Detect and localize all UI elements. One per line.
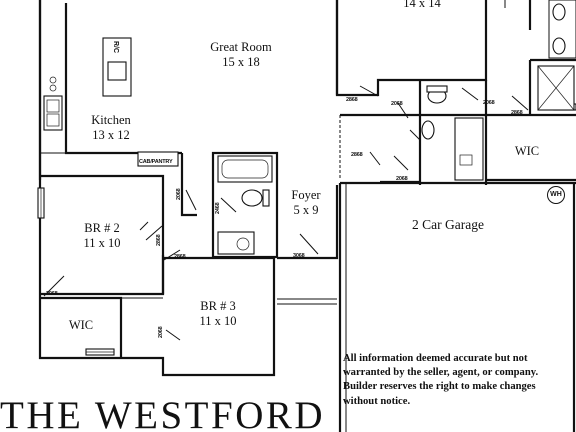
- door-tag: 2068: [483, 100, 495, 106]
- foyer-name: Foyer: [291, 188, 321, 202]
- sink-icon: [217, 231, 255, 255]
- room-label-br3: BR # 3 11 x 10: [199, 299, 236, 329]
- master-bedroom-size: 14 x 14: [403, 0, 441, 10]
- br3-name: BR # 3: [200, 299, 236, 313]
- master-wic-name: WIC: [514, 144, 540, 158]
- door-tag: 3068: [293, 253, 305, 259]
- door-tag: 2068: [158, 326, 164, 338]
- br3-size: 11 x 10: [199, 314, 237, 328]
- exterior-wall-left-lower: [38, 180, 276, 377]
- door-tag: 2868: [351, 152, 363, 158]
- door-tag: 2068: [46, 291, 58, 297]
- br2-wic-name: WIC: [68, 318, 94, 332]
- room-label-master-bedroom: 14 x 14: [403, 0, 441, 11]
- kitchen-name: Kitchen: [91, 113, 131, 127]
- master-suite-walls: [335, 0, 488, 97]
- sink-icon: [43, 95, 63, 131]
- pantry-tag: CAB/PANTRY: [139, 159, 173, 165]
- plan-title: THE WESTFORD: [0, 394, 326, 432]
- pantry: [137, 151, 179, 167]
- range-icon: R/C: [112, 41, 119, 54]
- foyer-walls: [277, 185, 339, 260]
- toilet-icon: [241, 189, 263, 207]
- room-label-kitchen: Kitchen 13 x 12: [91, 113, 131, 143]
- sink-icon: [454, 117, 484, 181]
- great-room-name: Great Room: [210, 40, 272, 54]
- room-label-garage: 2 Car Garage: [412, 217, 484, 232]
- door-tag: 2868: [511, 110, 523, 116]
- room-label-br2-wic: WIC: [69, 318, 93, 333]
- great-room-size: 15 x 18: [222, 55, 260, 69]
- door-swing-icon: [43, 85, 529, 341]
- garage-name: 2 Car Garage: [412, 217, 484, 232]
- room-label-great-room: Great Room 15 x 18: [210, 40, 271, 70]
- door-tag: 2868: [174, 254, 186, 260]
- disclaimer-text: All information deemed accurate but not …: [343, 353, 539, 407]
- door-tag: 2068: [396, 176, 408, 182]
- room-label-foyer: Foyer 5 x 9: [291, 188, 320, 218]
- water-heater-icon: WH: [547, 186, 565, 204]
- door-tag: 2468: [215, 202, 221, 214]
- room-label-br2: BR # 2 11 x 10: [83, 221, 120, 251]
- kitchen-size: 13 x 12: [92, 128, 130, 142]
- door-tag: 2068: [176, 188, 182, 200]
- door-tag: 2868: [346, 97, 358, 103]
- br2-name: BR # 2: [84, 221, 120, 235]
- foyer-size: 5 x 9: [293, 203, 319, 217]
- room-label-master-wic: WIC: [515, 144, 539, 159]
- br2-size: 11 x 10: [83, 236, 121, 250]
- br2-walls: [40, 174, 165, 296]
- door-tag: 2868: [156, 234, 162, 246]
- door-tag: 2068: [391, 101, 403, 107]
